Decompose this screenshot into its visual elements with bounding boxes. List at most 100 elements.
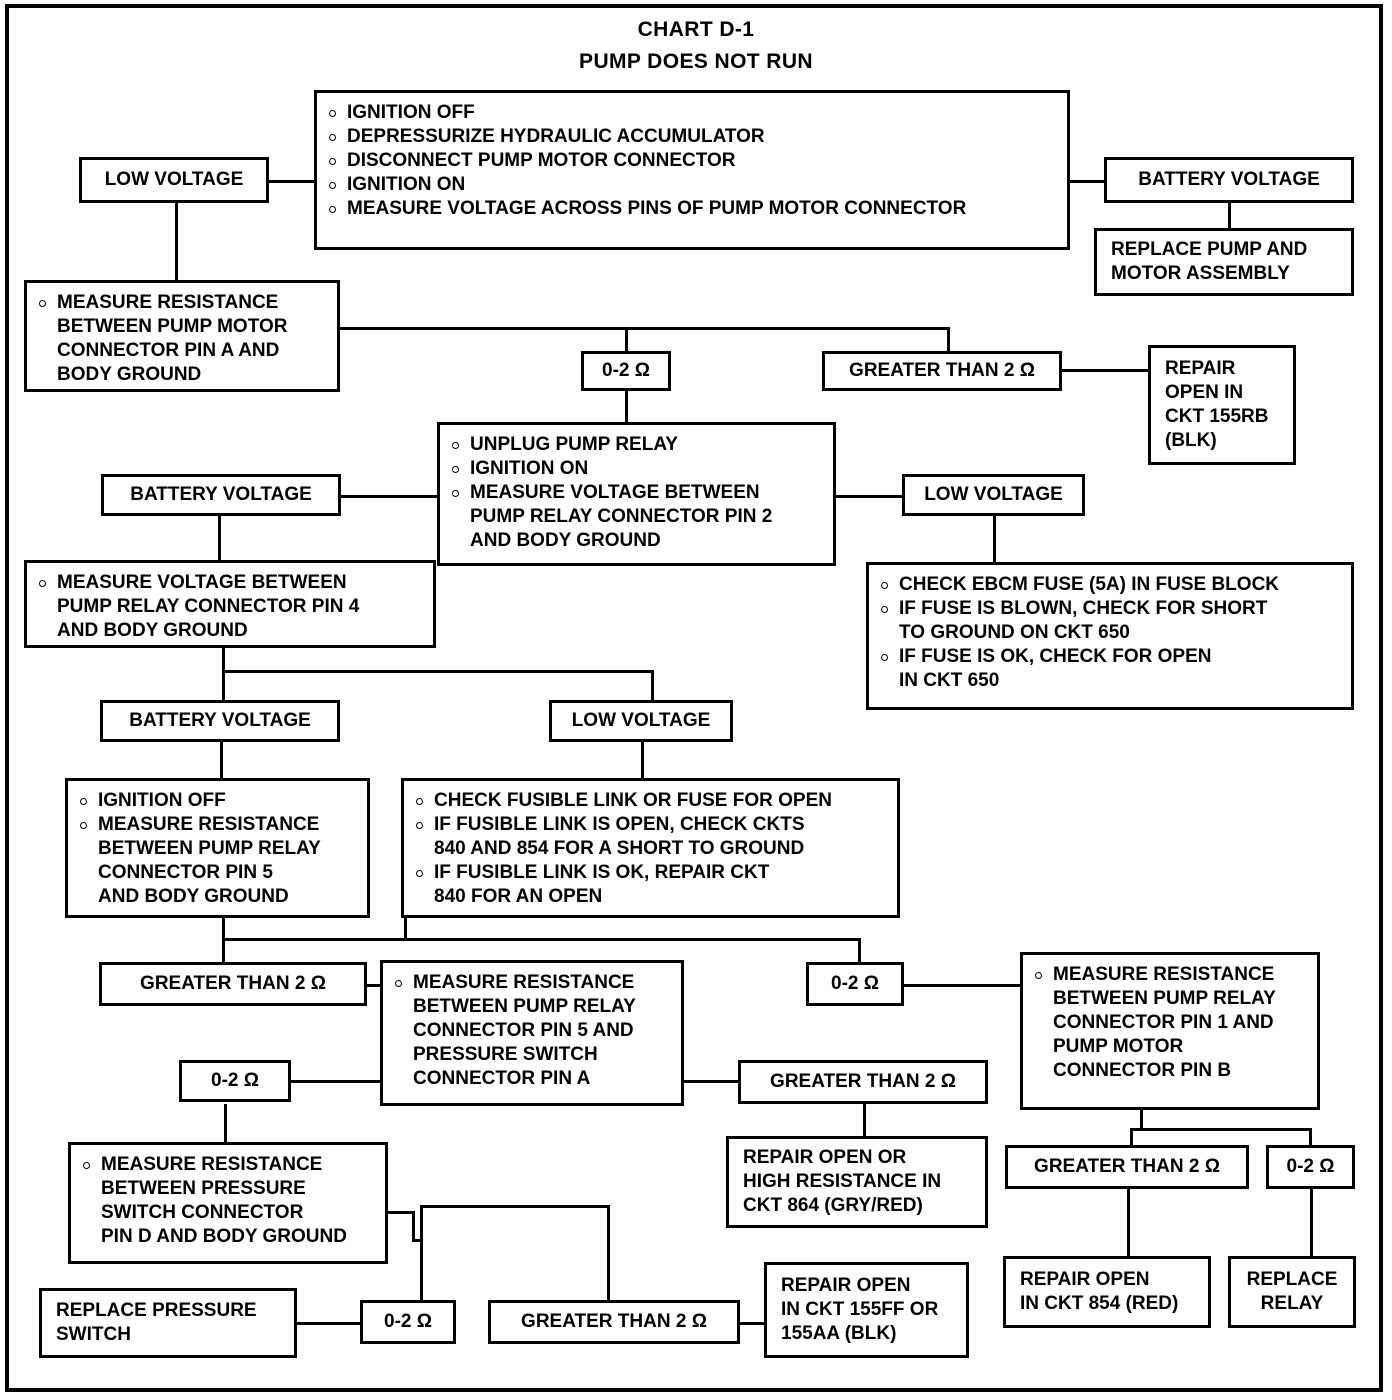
list-item: MEASURE VOLTAGE BETWEEN PUMP RELAY CONNE… bbox=[450, 481, 825, 553]
list-item: IF FUSE IS BLOWN, CHECK FOR SHORT TO GRO… bbox=[879, 597, 1343, 645]
connector bbox=[222, 916, 225, 941]
list-item: CHECK FUSIBLE LINK OR FUSE FOR OPEN bbox=[414, 789, 889, 813]
connector bbox=[340, 327, 950, 330]
node-measure-pin-a[interactable]: MEASURE RESISTANCE BETWEEN PUMP MOTOR CO… bbox=[24, 280, 340, 392]
connector bbox=[651, 670, 654, 702]
list-item: IF FUSIBLE LINK IS OK, REPAIR CKT 840 FO… bbox=[414, 861, 889, 909]
node-label: BATTERY VOLTAGE bbox=[129, 710, 311, 731]
connector bbox=[1062, 369, 1148, 372]
node-label: GREATER THAN 2 Ω bbox=[140, 973, 326, 994]
node-ohm-0-2-c[interactable]: 0-2 Ω bbox=[806, 962, 904, 1006]
node-ohm-0-2-a[interactable]: 0-2 Ω bbox=[581, 351, 671, 391]
node-label: 0-2 Ω bbox=[831, 973, 879, 994]
list-item: UNPLUG PUMP RELAY bbox=[450, 433, 825, 457]
connector bbox=[738, 1322, 764, 1325]
connector bbox=[175, 200, 178, 280]
node-battery-voltage-3[interactable]: BATTERY VOLTAGE bbox=[100, 700, 340, 742]
node-label: REPLACE PUMP AND MOTOR ASSEMBLY bbox=[1111, 239, 1308, 284]
connector bbox=[218, 516, 221, 560]
node-greater-than-2-b[interactable]: GREATER THAN 2 Ω bbox=[99, 962, 367, 1006]
connector bbox=[222, 645, 225, 673]
connector bbox=[904, 984, 1020, 987]
node-check-fusible-link[interactable]: CHECK FUSIBLE LINK OR FUSE FOR OPEN IF F… bbox=[401, 778, 900, 918]
node-replace-pressure-switch[interactable]: REPLACE PRESSURE SWITCH bbox=[39, 1288, 297, 1358]
node-measure-pin-4[interactable]: MEASURE VOLTAGE BETWEEN PUMP RELAY CONNE… bbox=[24, 560, 436, 648]
connector bbox=[222, 938, 860, 941]
node-low-voltage-3[interactable]: LOW VOLTAGE bbox=[549, 700, 733, 742]
node-label: REPAIR OPEN IN CKT 155RB (BLK) bbox=[1165, 358, 1269, 451]
connector bbox=[222, 938, 225, 962]
connector bbox=[836, 495, 902, 498]
list-item: MEASURE RESISTANCE BETWEEN PUMP RELAY CO… bbox=[78, 813, 359, 909]
connector bbox=[1070, 180, 1104, 183]
node-greater-than-2-e[interactable]: GREATER THAN 2 Ω bbox=[488, 1300, 740, 1344]
node-initial-steps[interactable]: IGNITION OFF DEPRESSURIZE HYDRAULIC ACCU… bbox=[314, 90, 1070, 250]
node-check-ebcm-fuse[interactable]: CHECK EBCM FUSE (5A) IN FUSE BLOCK IF FU… bbox=[866, 562, 1354, 710]
connector bbox=[404, 916, 407, 941]
node-label: GREATER THAN 2 Ω bbox=[521, 1311, 707, 1332]
connector bbox=[420, 1207, 423, 1305]
connector bbox=[1130, 1128, 1133, 1148]
node-label: BATTERY VOLTAGE bbox=[130, 484, 312, 505]
chart-border bbox=[5, 4, 1383, 1392]
list-item: CHECK EBCM FUSE (5A) IN FUSE BLOCK bbox=[879, 573, 1343, 597]
node-ohm-0-2-e[interactable]: 0-2 Ω bbox=[360, 1300, 456, 1344]
connector bbox=[412, 1211, 415, 1241]
connector bbox=[993, 516, 996, 562]
node-replace-relay[interactable]: REPLACE RELAY bbox=[1228, 1256, 1356, 1328]
node-label: 0-2 Ω bbox=[384, 1311, 432, 1332]
node-label: 0-2 Ω bbox=[211, 1070, 259, 1091]
list-item: IGNITION OFF bbox=[327, 101, 1059, 125]
node-repair-ckt-854[interactable]: REPAIR OPEN IN CKT 854 (RED) bbox=[1003, 1256, 1211, 1328]
node-ohm-0-2-b[interactable]: 0-2 Ω bbox=[179, 1060, 291, 1102]
node-greater-than-2-d[interactable]: GREATER THAN 2 Ω bbox=[1005, 1145, 1249, 1189]
node-measure-pressure-switch-pin-d[interactable]: MEASURE RESISTANCE BETWEEN PRESSURE SWIT… bbox=[68, 1142, 388, 1264]
connector bbox=[863, 1104, 866, 1136]
node-label: BATTERY VOLTAGE bbox=[1138, 169, 1320, 190]
node-battery-voltage-2[interactable]: BATTERY VOLTAGE bbox=[101, 474, 341, 516]
node-low-voltage-2[interactable]: LOW VOLTAGE bbox=[902, 474, 1085, 516]
list-item: IF FUSE IS OK, CHECK FOR OPEN IN CKT 650 bbox=[879, 645, 1343, 693]
node-label: REPLACE RELAY bbox=[1246, 1269, 1338, 1314]
connector bbox=[1127, 1180, 1130, 1256]
node-greater-than-2-a[interactable]: GREATER THAN 2 Ω bbox=[822, 351, 1062, 391]
connector bbox=[412, 1239, 422, 1242]
node-label: GREATER THAN 2 Ω bbox=[770, 1071, 956, 1092]
connector bbox=[858, 938, 861, 962]
connector bbox=[388, 1211, 414, 1214]
node-battery-voltage-1[interactable]: BATTERY VOLTAGE bbox=[1104, 157, 1354, 203]
chart-title: CHART D-1 bbox=[637, 18, 755, 41]
node-relay-steps[interactable]: UNPLUG PUMP RELAY IGNITION ON MEASURE VO… bbox=[437, 422, 836, 566]
connector bbox=[224, 1104, 227, 1142]
list-item: MEASURE RESISTANCE BETWEEN PUMP RELAY CO… bbox=[393, 971, 673, 1091]
connector bbox=[220, 741, 223, 778]
node-low-voltage-1[interactable]: LOW VOLTAGE bbox=[79, 157, 269, 203]
list-item: MEASURE RESISTANCE BETWEEN PRESSURE SWIT… bbox=[81, 1153, 377, 1249]
node-label: REPAIR OPEN OR HIGH RESISTANCE IN CKT 86… bbox=[743, 1147, 942, 1216]
connector bbox=[420, 1205, 610, 1208]
node-label: LOW VOLTAGE bbox=[924, 484, 1063, 505]
node-replace-pump-motor[interactable]: REPLACE PUMP AND MOTOR ASSEMBLY bbox=[1094, 228, 1354, 296]
list-item: IGNITION ON bbox=[450, 457, 825, 481]
connector bbox=[268, 180, 314, 183]
node-label: REPAIR OPEN IN CKT 854 (RED) bbox=[1020, 1269, 1179, 1314]
node-repair-ckt-155ff[interactable]: REPAIR OPEN IN CKT 155FF OR 155AA (BLK) bbox=[764, 1262, 969, 1358]
node-label: LOW VOLTAGE bbox=[571, 710, 711, 731]
node-repair-ckt-155rb[interactable]: REPAIR OPEN IN CKT 155RB (BLK) bbox=[1148, 345, 1296, 465]
node-ohm-0-2-d[interactable]: 0-2 Ω bbox=[1266, 1145, 1355, 1189]
list-item: IF FUSIBLE LINK IS OPEN, CHECK CKTS 840 … bbox=[414, 813, 889, 861]
connector bbox=[607, 1205, 610, 1305]
node-greater-than-2-c[interactable]: GREATER THAN 2 Ω bbox=[738, 1060, 988, 1104]
connector bbox=[1310, 1180, 1313, 1256]
node-measure-pin5-pressure-switch[interactable]: MEASURE RESISTANCE BETWEEN PUMP RELAY CO… bbox=[380, 960, 684, 1106]
connector bbox=[222, 670, 225, 702]
node-ignition-off-measure-pin5[interactable]: IGNITION OFF MEASURE RESISTANCE BETWEEN … bbox=[65, 778, 370, 918]
list-item: IGNITION ON bbox=[327, 173, 1059, 197]
list-item: MEASURE VOLTAGE BETWEEN PUMP RELAY CONNE… bbox=[37, 571, 425, 643]
connector bbox=[1309, 1128, 1312, 1148]
connector bbox=[341, 495, 437, 498]
list-item: MEASURE RESISTANCE BETWEEN PUMP RELAY CO… bbox=[1033, 963, 1309, 1083]
node-repair-ckt-864[interactable]: REPAIR OPEN OR HIGH RESISTANCE IN CKT 86… bbox=[726, 1136, 988, 1228]
connector bbox=[625, 390, 628, 422]
node-measure-pin1-pin-b[interactable]: MEASURE RESISTANCE BETWEEN PUMP RELAY CO… bbox=[1020, 952, 1320, 1110]
